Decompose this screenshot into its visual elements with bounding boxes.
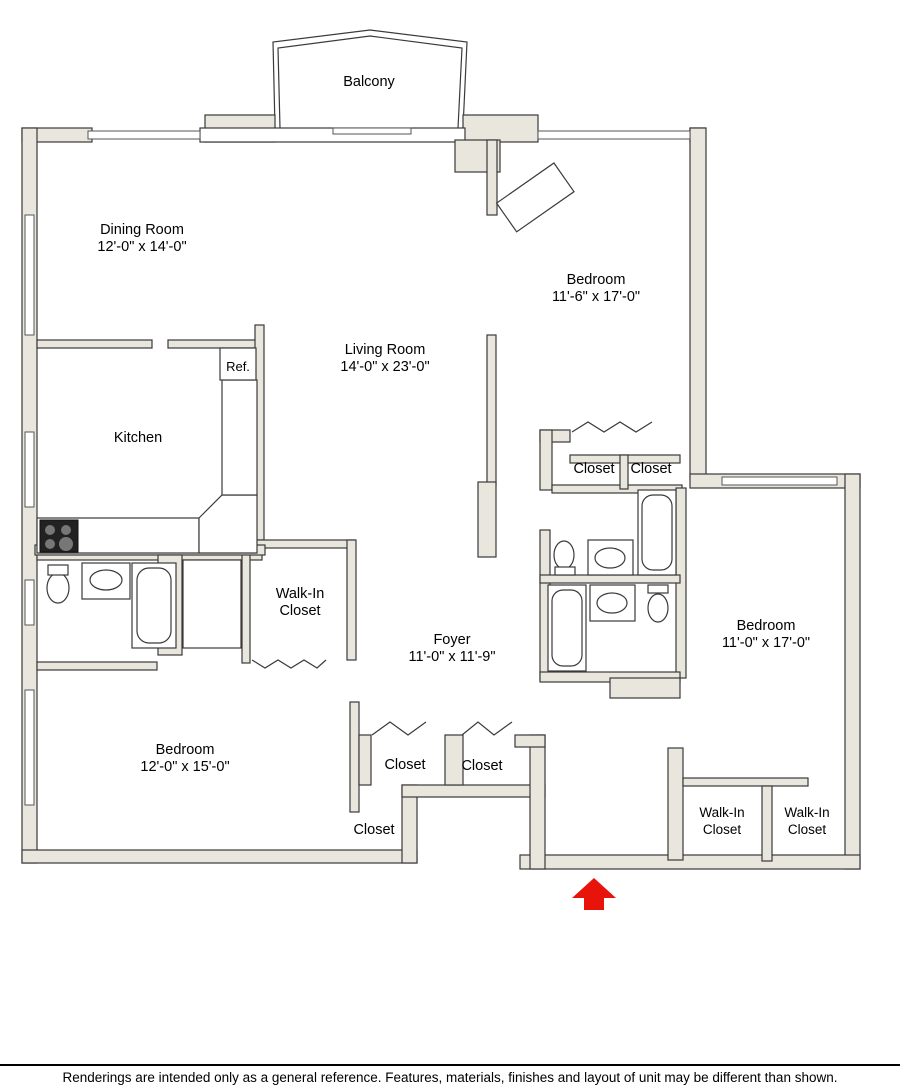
disclaimer-text: Renderings are intended only as a genera… bbox=[62, 1070, 838, 1085]
footer-rule bbox=[0, 1064, 900, 1066]
kitchen-fixtures bbox=[36, 347, 258, 554]
bifold-doors bbox=[251, 421, 653, 736]
ref-label: Ref. bbox=[226, 359, 250, 374]
floor-plan bbox=[21, 29, 861, 910]
closet-3-label: Closet bbox=[384, 757, 426, 773]
closet-1-label: Closet bbox=[573, 461, 615, 477]
kitchen-label: Kitchen bbox=[113, 430, 163, 446]
bathroom-fixtures bbox=[46, 489, 677, 672]
balcony-label: Balcony bbox=[343, 74, 395, 90]
closet-2-label: Closet bbox=[630, 461, 672, 477]
bedroom-desk bbox=[495, 162, 575, 233]
windows bbox=[24, 127, 838, 806]
balcony bbox=[272, 29, 468, 129]
entry-arrow-icon bbox=[572, 878, 616, 910]
closet-5-label: Closet bbox=[353, 822, 395, 838]
closet-4-label: Closet bbox=[461, 758, 503, 774]
